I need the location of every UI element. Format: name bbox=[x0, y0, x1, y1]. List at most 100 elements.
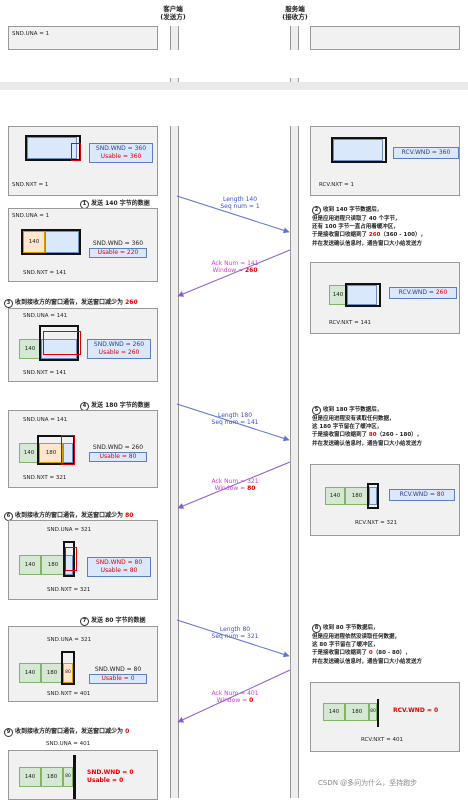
step9-snd-wnd: SND.WND = 0 bbox=[87, 769, 134, 776]
snd-nxt-label: SND.NXT = 1 bbox=[12, 182, 49, 188]
ack1-line1: Ack Num = 141 bbox=[211, 260, 259, 267]
step6-wnd-box: SND.WND = 80 Usable = 80 bbox=[87, 557, 151, 577]
step5-rcv-wnd-label: RCV.WND = bbox=[399, 491, 437, 498]
step8-line5: 并在发送确认信息时，通告窗口大小给发送方 bbox=[312, 658, 423, 665]
step8-rcv-wnd: RCV.WND = 0 bbox=[393, 707, 439, 714]
step7-usable: Usable = 0 bbox=[89, 674, 147, 684]
ack1-line2: Window = bbox=[212, 267, 245, 274]
step3-value: 260 bbox=[125, 299, 138, 306]
step3-number: 3 bbox=[4, 299, 13, 308]
step6-red-frame bbox=[65, 547, 77, 571]
step1-snd-una: SND.UNA = 1 bbox=[12, 213, 50, 219]
step8-receiver-panel: 140 180 80 RCV.WND = 0 RCV.NXT = 401 bbox=[310, 682, 460, 752]
step5-rcv-wnd-box: RCV.WND = 80 bbox=[389, 489, 455, 501]
step6-sender-panel: SND.UNA = 321 140 180 SND.WND = 80 Usabl… bbox=[8, 520, 158, 600]
step9-segment1-label: 140 bbox=[24, 774, 36, 780]
step2-line4: 于是接收窗口收缩到了 bbox=[312, 232, 369, 239]
step2-line3: 还有 100 字节一直占用着缓冲区， bbox=[312, 224, 399, 231]
step7-wnd-box: SND.WND = 80 Usable = 0 bbox=[87, 665, 149, 685]
step8-segment2: 180 bbox=[345, 703, 369, 721]
step9-segment2-label: 180 bbox=[46, 774, 58, 780]
step2-line2: 但是应用进程只读取了 40 个字节， bbox=[312, 216, 401, 222]
step8-line4-tail: （80 - 80）， bbox=[372, 650, 411, 657]
step8-segment1-label: 140 bbox=[328, 709, 340, 715]
msg3: Length 80 Seq num = 321 bbox=[200, 626, 270, 640]
step2-window-area bbox=[347, 285, 377, 305]
step3-red-frame bbox=[43, 331, 81, 355]
step8-segment3-label: 80 bbox=[370, 709, 376, 714]
step6-segment2: 180 bbox=[41, 555, 65, 575]
step2-rcv-nxt: RCV.NXT = 141 bbox=[329, 320, 371, 326]
step2-rcv-wnd-value: 260 bbox=[435, 289, 448, 296]
step5-segment1: 140 bbox=[325, 487, 345, 505]
step3-snd-nxt: SND.NXT = 141 bbox=[23, 370, 67, 376]
step1-text: 发送 140 字节的数据 bbox=[91, 200, 150, 207]
step5-line4-value: 80 bbox=[368, 432, 377, 439]
step4-segment2: 180 bbox=[39, 443, 63, 463]
step5-line4: 于是接收窗口收缩到了 bbox=[312, 432, 369, 439]
step1-usable-area bbox=[45, 231, 79, 253]
step2-receiver-panel: 140 RCV.WND = 260 RCV.NXT = 141 bbox=[310, 262, 460, 334]
step4-red-frame bbox=[61, 435, 75, 465]
step4-segment1-label: 140 bbox=[23, 450, 35, 456]
step9-segment3-label: 80 bbox=[65, 774, 71, 779]
step1-segment-label: 140 bbox=[28, 239, 40, 245]
step7-segment3: 80 bbox=[63, 663, 73, 683]
step6-snd-nxt: SND.NXT = 321 bbox=[47, 587, 91, 593]
msg3-line1: Length 80 bbox=[219, 626, 251, 633]
step9-text: 收到接收方的窗口通告，发送窗口减少为 bbox=[15, 728, 126, 735]
step4-usable: Usable = 80 bbox=[89, 452, 147, 462]
step7-segment2-label: 180 bbox=[46, 670, 58, 676]
ack2-value: 80 bbox=[247, 485, 256, 492]
step2-line5: 并在发送确认信息时，通告窗口大小给发送方 bbox=[312, 240, 423, 247]
step9-segment2: 180 bbox=[41, 767, 63, 787]
step8-line4-value: 0 bbox=[368, 650, 373, 657]
red-window-edge bbox=[71, 143, 81, 161]
ack2-line2: Window = bbox=[214, 485, 248, 492]
step9-wnd-text: SND.WND = 0 Usable = 0 bbox=[87, 769, 134, 785]
step1-sender-panel: SND.UNA = 1 140 SND.WND = 360 Usable = 2… bbox=[8, 208, 158, 282]
top-receiver-panel bbox=[310, 26, 460, 50]
server-header-label: 服务端 (接收方) bbox=[282, 5, 308, 21]
step2-segment-label: 140 bbox=[332, 292, 344, 298]
rcv-window-frame bbox=[331, 137, 387, 163]
step5-line2: 但是应用进程没有读取任何数据， bbox=[312, 416, 395, 422]
msg1: Length 140 Seq num = 1 bbox=[205, 196, 275, 210]
step4-snd-nxt: SND.NXT = 321 bbox=[23, 475, 67, 481]
arrow-send-3 bbox=[176, 619, 290, 658]
step4-usable-area bbox=[63, 443, 73, 463]
step8-line4: 于是接收窗口收缩到了 bbox=[312, 650, 369, 657]
snd-wnd-label: SND.WND = 360 bbox=[95, 145, 147, 152]
step7-segment3-label: 80 bbox=[65, 670, 71, 675]
step5-receiver-panel: 140 180 RCV.WND = 80 RCV.NXT = 321 bbox=[310, 464, 460, 536]
step7-segment1: 140 bbox=[19, 663, 41, 683]
sender-window-area bbox=[27, 137, 77, 159]
step2-line1: 收到 140 字节数据后， bbox=[323, 207, 383, 213]
step3-segment-label: 140 bbox=[24, 346, 36, 352]
step3-snd-una: SND.UNA = 141 bbox=[23, 313, 68, 319]
snd-wnd-box: SND.WND = 360 Usable = 360 bbox=[89, 143, 153, 163]
arrow-send-2 bbox=[176, 403, 290, 442]
step7-window-frame bbox=[61, 651, 75, 685]
step7-segment1-label: 140 bbox=[24, 670, 36, 676]
step8-window-edge bbox=[377, 699, 379, 727]
step2-rcv-wnd-box: RCV.WND = 260 bbox=[389, 287, 457, 299]
ack3: Ack Num = 401 Window = 0 bbox=[200, 690, 270, 704]
ack2-line1: Ack Num = 321 bbox=[211, 478, 259, 485]
initial-receiver-panel: RCV.WND = 360 RCV.NXT = 1 bbox=[310, 126, 460, 196]
ack3-line1: Ack Num = 401 bbox=[211, 690, 259, 697]
step6-text: 收到接收方的窗口通告，发送窗口减少为 bbox=[15, 512, 126, 519]
ack3-value: 0 bbox=[249, 697, 254, 704]
top-snd-una: SND.UNA = 1 bbox=[12, 31, 50, 37]
arrow-send-1 bbox=[176, 195, 290, 234]
step8-line2: 但是应用进程依然没读取任何数据， bbox=[312, 634, 401, 640]
top-sender-panel: SND.UNA = 1 bbox=[8, 26, 158, 50]
client-timeline bbox=[170, 26, 179, 798]
step3-snd-wnd: SND.WND = 260 bbox=[93, 341, 145, 348]
rcv-wnd-box: RCV.WND = 360 bbox=[393, 147, 459, 159]
step1-snd-wnd: SND.WND = 360 bbox=[92, 240, 144, 247]
